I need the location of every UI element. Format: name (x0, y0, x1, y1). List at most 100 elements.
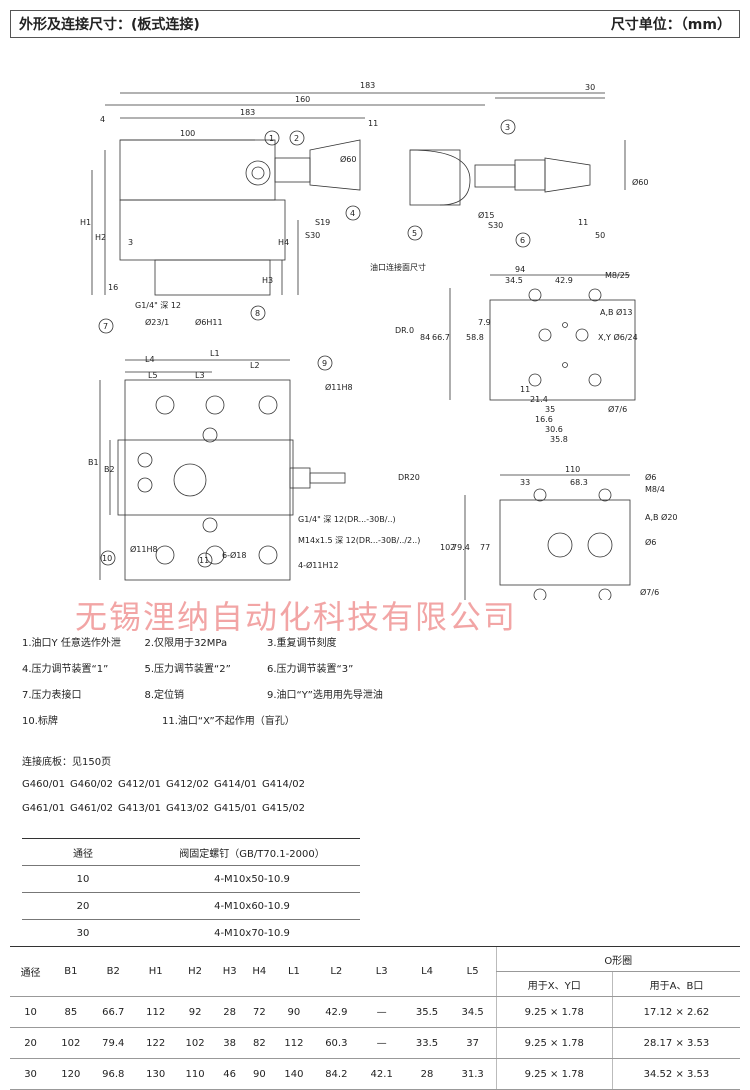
table-cell: 9.25 × 1.78 (495, 996, 613, 1028)
dr20-dim-33: 33 (520, 478, 530, 487)
dr10-dim-7-9: 7.9 (478, 318, 491, 327)
callout-bubbles: 1 2 3 4 5 6 7 8 9 10 11 (98, 119, 531, 568)
dim-l1: L1 (210, 349, 220, 358)
header-cell: B2 (90, 946, 136, 997)
subplate-code: G413/02 (166, 802, 209, 814)
dim-h3: H3 (262, 276, 273, 285)
note-phi23: Ø23/1 (145, 317, 169, 327)
dr10-dim-34-5: 34.5 (505, 276, 523, 285)
dim-s30: S30 (305, 231, 320, 240)
table-cell: 34.5 (449, 996, 497, 1028)
table-cell: 102 (175, 1027, 215, 1059)
legend-item: 1.油口Y 任意选作外泄 (22, 637, 121, 649)
legend-item: 9.油口“Y”选用用先导泄油 (267, 689, 383, 701)
legend-item: 3.重复调节刻度 (267, 637, 337, 649)
table-cell: 82 (244, 1027, 275, 1059)
subplate-row: G461/01 G461/02 G413/01 G413/02 G415/01 … (22, 796, 310, 820)
table-cell: 28 (214, 996, 245, 1028)
header-cell: L1 (274, 946, 314, 997)
subplate-code: G460/01 (22, 778, 65, 790)
table-cell: 9.25 × 1.78 (495, 1058, 613, 1090)
header-cell: L3 (359, 946, 405, 997)
table-cell: 85 (51, 996, 91, 1028)
subplate-code: G415/02 (262, 802, 305, 814)
callout-6: 6 (520, 236, 525, 245)
dr10-phi7: Ø7/6 (608, 404, 627, 414)
table-cell: 122 (135, 1027, 176, 1059)
legend-row: 10.标牌 11.油口“X”不起作用（盲孔） (22, 706, 442, 732)
table-cell: 42.9 (313, 996, 359, 1028)
header-cell: 通径 (10, 946, 52, 997)
subplate-code: G460/02 (70, 778, 113, 790)
table-cell: 35.5 (404, 996, 450, 1028)
note-m14: M14x1.5 深 12(DR...-30B/../2..) (298, 536, 420, 545)
legend-item: 6.压力调节装置“3” (267, 663, 354, 675)
dim-100: 100 (180, 129, 195, 138)
dim-4: 4 (100, 115, 105, 124)
dr10-dim-42-9: 42.9 (555, 276, 573, 285)
table-cell: 112 (135, 996, 176, 1028)
table-cell: 34.52 × 3.53 (611, 1058, 740, 1090)
table-cell: 9.25 × 1.78 (495, 1027, 613, 1059)
dim-b2: B2 (104, 465, 115, 474)
dr10-dim-35: 35 (545, 405, 555, 414)
dim-l4: L4 (145, 355, 155, 364)
table-cell: 46 (214, 1058, 245, 1090)
table-cell: 130 (135, 1058, 176, 1090)
dim-50: 50 (595, 231, 605, 240)
legend-item: 10.标牌 (22, 715, 58, 727)
header-cell: L4 (404, 946, 450, 997)
dr10-interface (449, 274, 636, 401)
header-cell: H1 (135, 946, 176, 997)
dim-6-phi18: 6-Ø18 (222, 550, 246, 560)
table-cell: 20 (22, 892, 144, 920)
header-cell: H4 (244, 946, 275, 997)
dr10-m8: M8/25 (605, 271, 630, 280)
drawing-svg: 183 160 183 100 4 11 30 Ø60 Ø15 S19 S30 … (80, 81, 678, 602)
table-cell: 31.3 (449, 1058, 497, 1090)
dim-phi11h8-bottom: Ø11H8 (130, 544, 158, 554)
table-cell: 90 (244, 1058, 275, 1090)
legend-row: 4.压力调节装置“1” 5.压力调节装置“2” 6.压力调节装置“3” (22, 654, 442, 680)
table-cell: 20 (10, 1027, 52, 1059)
dim-11: 11 (368, 119, 378, 128)
table-cell: 140 (274, 1058, 314, 1090)
dim-16: 16 (108, 283, 118, 292)
callout-3: 3 (505, 123, 510, 132)
note-g14-deep: G1/4" 深 12(DR...-30B/..) (298, 515, 396, 524)
header-cell: 用于A、B口 (611, 971, 740, 997)
dim-b1: B1 (88, 458, 99, 467)
dr20-phi6: Ø6 (645, 472, 656, 482)
callout-1: 1 (269, 134, 274, 143)
dr20-dim-68-3: 68.3 (570, 478, 588, 487)
dr20-phi6-b: Ø6 (645, 537, 656, 547)
table-cell: 17.12 × 2.62 (611, 996, 740, 1028)
note-g14: G1/4" 深 12 (135, 301, 181, 310)
dr10-dim-21-4: 21.4 (530, 395, 548, 404)
header-cell: H2 (175, 946, 215, 997)
legend: 1.油口Y 任意选作外泄 2.仅限用于32MPa 3.重复调节刻度 4.压力调节… (22, 628, 442, 732)
table-cell: 42.1 (359, 1058, 405, 1090)
dim-phi60-b: Ø60 (632, 177, 648, 187)
dr20-dim-79-4: 79.4 (452, 543, 470, 552)
screw-table-header: 通径 阀固定螺钉（GB/T70.1-2000） (22, 838, 360, 866)
table-cell: 110 (175, 1058, 215, 1090)
page-header: 外形及连接尺寸：(板式连接) 尺寸单位：（mm） (10, 10, 740, 38)
header-cell: L2 (313, 946, 359, 997)
table-cell: 66.7 (90, 996, 136, 1028)
legend-item: 5.压力调节装置“2” (144, 663, 231, 675)
subplate-code: G414/02 (262, 778, 305, 790)
dim-183: 183 (240, 108, 255, 117)
legend-item: 4.压力调节装置“1” (22, 663, 109, 675)
subplate-code: G413/01 (118, 802, 161, 814)
dim-table-subheader: 用于X、Y口 用于A、B口 (10, 971, 740, 997)
table-row: 30 4-M10x70-10.9 (22, 919, 360, 947)
dim-30: 30 (585, 83, 595, 92)
header-cell: 用于X、Y口 (495, 971, 613, 997)
table-cell: 10 (22, 865, 144, 893)
callout-9: 9 (322, 359, 327, 368)
table-row: 10 4-M10x50-10.9 (22, 865, 360, 893)
callout-11: 11 (199, 556, 209, 565)
subplate-code: G414/01 (214, 778, 257, 790)
dr10-dim-58-8: 58.8 (466, 333, 484, 342)
